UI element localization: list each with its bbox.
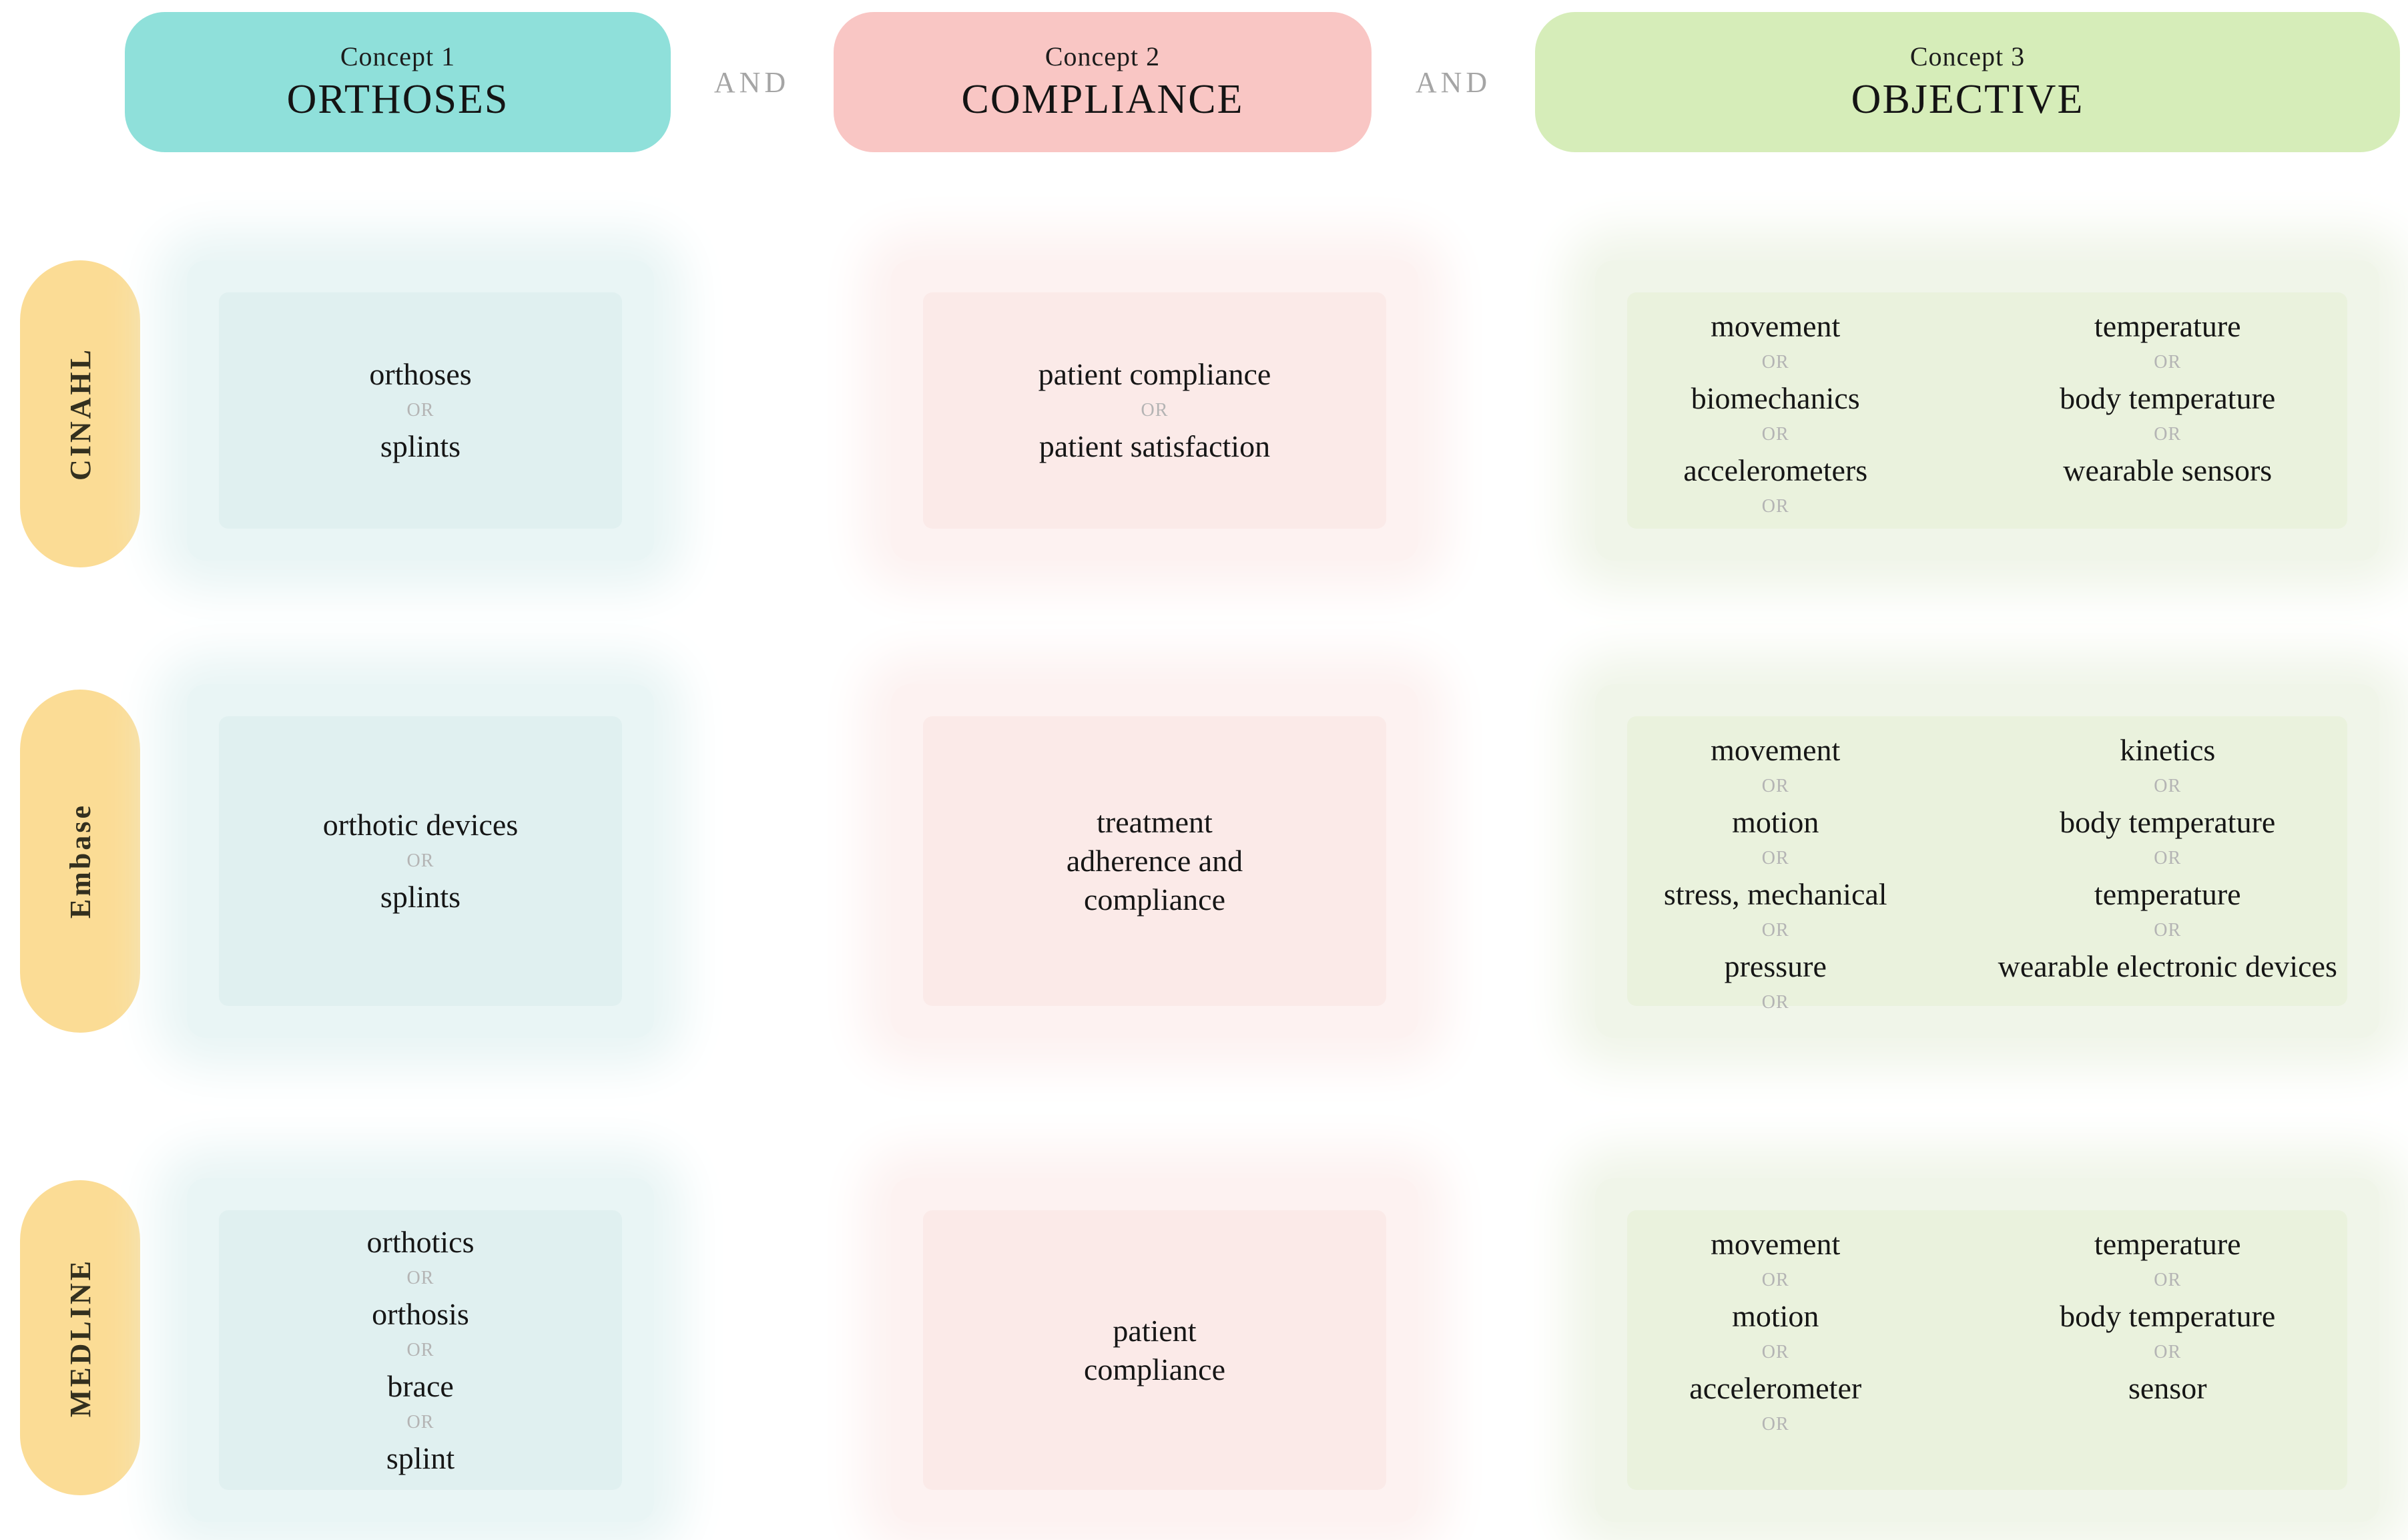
or-label: OR [1141,400,1169,421]
search-term: temperature [2094,1227,2241,1261]
objective-terms-left: movement OR biomechanics OR acceleromete… [1595,307,1956,523]
concept-2-label: Concept 2 [1044,41,1161,71]
objective-terms-right: temperature OR body temperature OR senso… [1956,1225,2380,1441]
search-term: orthotic devices [322,808,519,842]
db-pill-cinahl-label: CINAHL [63,346,97,481]
or-label: OR [1761,920,1789,941]
search-term: patient [1113,1313,1197,1348]
or-label: OR [1761,496,1789,517]
search-term: splints [380,880,461,914]
or-label: OR [2154,776,2182,796]
concept-2-header-compliance: Concept 2 COMPLIANCE [834,12,1372,152]
objective-terms-left: movement OR motion OR accelerometer OR [1595,1225,1956,1441]
cell-embase-compliance: treatment adherence and compliance [891,684,1418,1038]
or-label: OR [406,400,434,421]
search-term: body temperature [2060,381,2276,415]
or-label: OR [2154,352,2182,372]
cell-medline-objective: movement OR motion OR accelerometer OR t… [1595,1178,2379,1522]
cell-embase-orthoses: orthotic devices OR splints [187,684,654,1038]
and-operator-2: AND [1415,65,1492,99]
concept-1-label: Concept 1 [340,41,456,71]
cell-embase-objective: movement OR motion OR stress, mechanical… [1595,684,2379,1038]
search-term: splints [380,429,461,463]
search-term: movement [1711,309,1841,343]
cell-cinahl-objective: movement OR biomechanics OR acceleromete… [1595,260,2379,561]
concept-1-header-orthoses: Concept 1 ORTHOSES [125,12,671,152]
search-term: motion [1732,1299,1819,1333]
search-term: patient satisfaction [1038,429,1271,463]
db-pill-embase: Embase [20,690,140,1033]
search-term: sensor [2128,1371,2207,1405]
or-label: OR [1761,776,1789,796]
or-label: OR [1761,424,1789,445]
search-term: orthotics [366,1224,475,1259]
or-label: OR [2154,920,2182,941]
or-label: OR [2154,848,2182,868]
objective-terms-right: kinetics OR body temperature OR temperat… [1956,731,2380,1019]
search-term: orthosis [372,1296,469,1331]
search-term: accelerometer [1689,1371,1862,1405]
or-label: OR [406,850,434,871]
objective-terms-left: movement OR motion OR stress, mechanical… [1595,731,1956,1019]
or-label: OR [1761,352,1789,372]
or-label: OR [406,1339,434,1360]
search-term: stress, mechanical [1663,877,1887,911]
or-label: OR [2154,1342,2182,1362]
and-operator-1: AND [713,65,790,99]
concept-2-title: COMPLIANCE [961,77,1244,122]
search-term: orthoses [369,357,472,391]
search-term: motion [1732,805,1819,839]
search-term: kinetics [2120,733,2216,767]
concept-1-title: ORTHOSES [286,77,509,122]
db-pill-medline: MEDLINE [20,1180,140,1495]
objective-terms-right: temperature OR body temperature OR weara… [1956,307,2380,523]
search-term: accelerometers [1683,453,1868,487]
or-label: OR [406,1267,434,1288]
search-term: adherence and [1066,844,1243,878]
or-label: OR [406,1411,434,1433]
search-term: temperature [2094,877,2241,911]
search-term: body temperature [2060,1299,2276,1333]
search-term: wearable sensors [2063,453,2273,487]
search-term: compliance [1083,882,1225,917]
search-term: movement [1711,1227,1841,1261]
or-label: OR [1761,848,1789,868]
db-pill-embase-label: Embase [63,803,97,919]
or-label: OR [1761,1270,1789,1290]
or-label: OR [2154,1270,2182,1290]
search-term: splint [386,1441,455,1475]
concept-3-header-objective: Concept 3 OBJECTIVE [1535,12,2400,152]
db-pill-cinahl: CINAHL [20,260,140,567]
search-term: pressure [1724,949,1827,983]
db-pill-medline-label: MEDLINE [63,1258,97,1418]
or-label: OR [1761,992,1789,1013]
cell-cinahl-compliance: patient compliance OR patient satisfacti… [891,260,1418,561]
search-term: patient compliance [1038,357,1271,391]
concept-3-title: OBJECTIVE [1851,77,2084,122]
search-term: wearable electronic devices [1998,949,2337,983]
search-term: temperature [2094,309,2241,343]
or-label: OR [1761,1342,1789,1362]
or-label: OR [2154,424,2182,445]
or-label: OR [1761,1414,1789,1435]
concept-3-label: Concept 3 [1909,41,2026,71]
cell-medline-orthoses: orthotics OR orthosis OR brace OR splint [187,1178,654,1522]
search-term: body temperature [2060,805,2276,839]
cell-cinahl-orthoses: orthoses OR splints [187,260,654,561]
cell-medline-compliance: patient compliance [891,1178,1418,1522]
search-term: brace [387,1368,454,1403]
search-term: compliance [1083,1352,1225,1386]
search-term: biomechanics [1691,381,1860,415]
search-term: movement [1711,733,1841,767]
search-term: treatment [1097,805,1213,839]
